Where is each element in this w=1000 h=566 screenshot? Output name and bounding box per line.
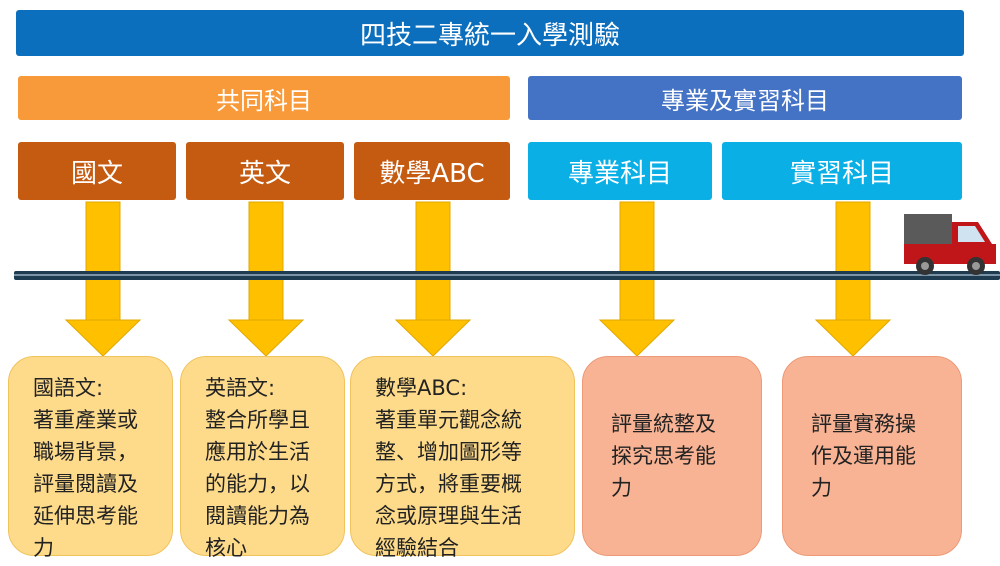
description-professional-text: 評量統整及 探究思考能 力 [611,412,716,500]
description-chinese: 國語文: 著重產業或 職場背景， 評量閱讀及 延伸思考能 力 [8,356,173,560]
arrow-chinese [64,201,142,357]
professional-subjects-band: 專業及實習科目 [528,76,962,120]
description-professional: 評量統整及 探究思考能 力 [582,356,762,556]
description-math: 數學ABC: 著重單元觀念統 整、增加圖形等 方式，將重要概 念或原理與生活 經… [350,356,575,560]
arrow-math [394,201,472,357]
description-english-text: 英語文: 整合所學且 應用於生活 的能力，以 閱讀能力為 核心 [205,376,310,560]
arrow-professional [598,201,676,357]
exam-title: 四技二專統一入學測驗 [16,10,964,56]
subject-math: 數學ABC [354,142,510,200]
common-subjects-band: 共同科目 [18,76,510,120]
subject-practical: 實習科目 [722,142,962,200]
description-chinese-text: 國語文: 著重產業或 職場背景， 評量閱讀及 延伸思考能 力 [33,376,138,560]
subject-english: 英文 [186,142,344,200]
subject-professional: 專業科目 [528,142,712,200]
arrow-practical [814,201,892,357]
description-math-text: 數學ABC: 著重單元觀念統 整、增加圖形等 方式，將重要概 念或原理與生活 經… [375,376,522,560]
truck-icon [904,214,996,275]
subject-chinese: 國文 [18,142,176,200]
description-english: 英語文: 整合所學且 應用於生活 的能力，以 閱讀能力為 核心 [180,356,345,560]
description-practical-text: 評量實務操 作及運用能 力 [811,412,916,500]
arrow-english [227,201,305,357]
description-practical: 評量實務操 作及運用能 力 [782,356,962,556]
